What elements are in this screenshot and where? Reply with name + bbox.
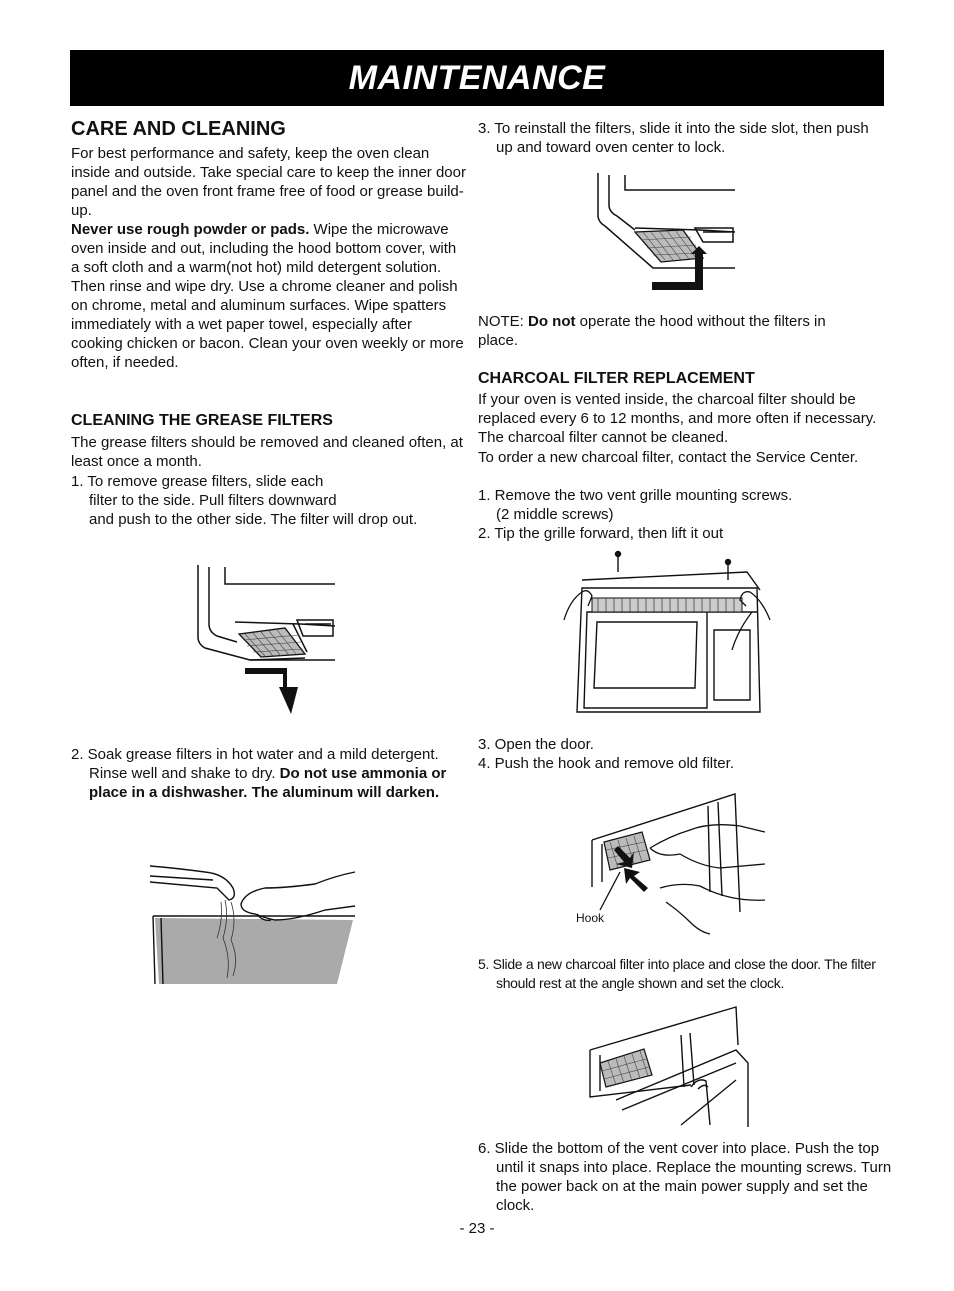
grease-step-1-line-3: and push to the other side. The filter w… [89, 511, 418, 528]
care-title: CARE AND CLEANING [71, 118, 286, 140]
note-label: NOTE: [478, 313, 529, 330]
grease-step-2-text: 2. Soak grease filters in hot water and … [71, 746, 439, 782]
push-hook-illustration [591, 793, 766, 935]
care-warning-bold: Never use rough powder or pads. [71, 221, 310, 238]
care-paragraph-1: For best performance and safety, keep th… [71, 145, 466, 219]
reinstall-step-3-text: 3. To reinstall the filters, slide it in… [478, 120, 869, 156]
charcoal-step-1-note: (2 middle screws) [496, 506, 614, 523]
charcoal-step-2: 2. Tip the grille forward, then lift it … [478, 525, 724, 542]
grease-step-2: 2. Soak grease filters in hot water and … [71, 745, 469, 802]
note-paragraph: NOTE: Do not operate the hood without th… [478, 312, 868, 350]
care-paragraph-2: Never use rough powder or pads. Wipe the… [71, 220, 466, 372]
charcoal-title: CHARCOAL FILTER REPLACEMENT [478, 370, 755, 387]
grease-paragraph: The grease filters should be removed and… [71, 434, 463, 470]
grease-title: CLEANING THE GREASE FILTERS [71, 412, 333, 429]
charcoal-step-3: 3. Open the door. [478, 736, 594, 753]
charcoal-step-1-text: 1. Remove the two vent grille mounting s… [478, 487, 793, 504]
care-paragraph-2-rest: Wipe the microwave oven inside and out, … [71, 221, 464, 371]
charcoal-paragraph-1: If your oven is vented inside, the charc… [478, 391, 877, 446]
charcoal-step-6-text: 6. Slide the bottom of the vent cover in… [478, 1140, 892, 1214]
charcoal-step-1: 1. Remove the two vent grille mounting s… [478, 486, 792, 524]
note-bold: Do not [528, 313, 576, 330]
charcoal-step-4: 4. Push the hook and remove old filter. [478, 755, 734, 772]
reinstall-step-3: 3. To reinstall the filters, slide it in… [478, 119, 886, 157]
charcoal-step-5-text: 5. Slide a new charcoal filter into plac… [478, 956, 876, 991]
charcoal-step-6: 6. Slide the bottom of the vent cover in… [478, 1139, 896, 1215]
grease-step-2-bold: Do not use ammonia or place in a dishwas… [89, 765, 447, 801]
charcoal-filter-installed-illustration [589, 1006, 749, 1127]
filter-reinstall-illustration [597, 173, 736, 290]
grease-step-1-line-2: filter to the side. Pull filters downwar… [89, 492, 337, 509]
vent-grille-removal-illustration [563, 550, 771, 713]
grease-step-1: 1. To remove grease filters, slide each … [71, 472, 417, 529]
soaking-filter-illustration [149, 865, 356, 985]
charcoal-step-5: 5. Slide a new charcoal filter into plac… [478, 955, 896, 993]
grease-step-1-line-1: 1. To remove grease filters, slide each [71, 473, 324, 490]
note-rest: operate the hood without the filters in … [478, 313, 826, 349]
page-number: - 23 - [459, 1220, 495, 1237]
charcoal-paragraph-2: To order a new charcoal filter, contact … [478, 449, 859, 466]
filter-removal-illustration [197, 565, 336, 714]
hook-label: Hook [576, 911, 605, 925]
section-banner: MAINTENANCE [70, 50, 884, 106]
